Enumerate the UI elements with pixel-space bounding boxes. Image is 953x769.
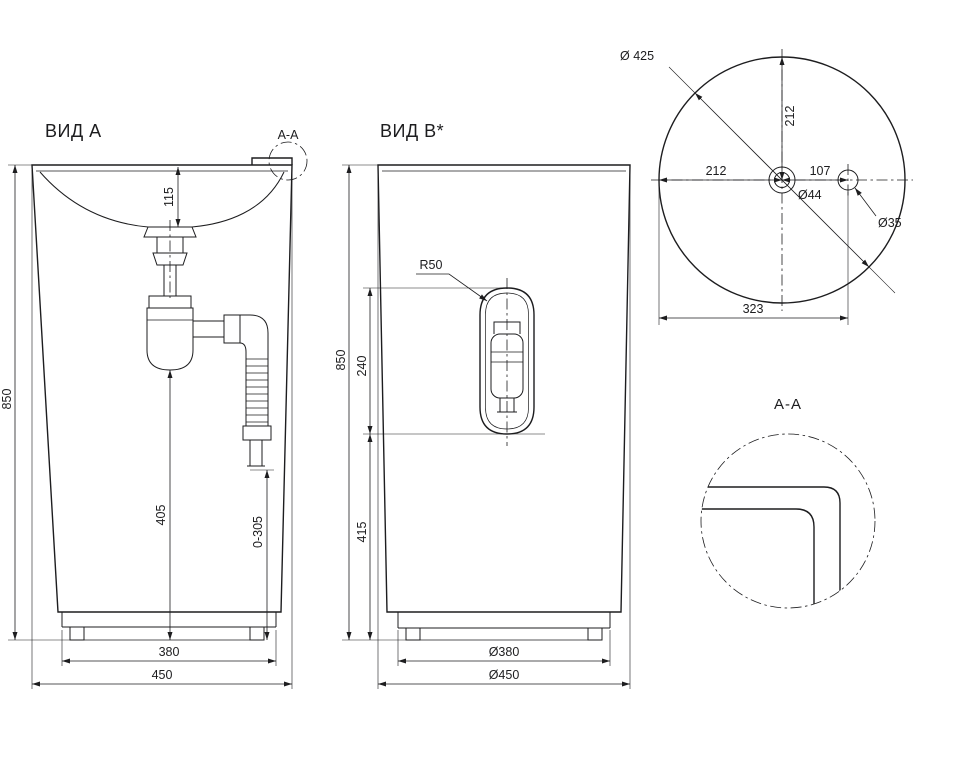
- dim-view-b-slot-to-floor: 415: [355, 434, 373, 640]
- view-b-title: ВИД В*: [380, 121, 444, 141]
- dim-view-a-trap-height: 405: [154, 370, 173, 640]
- dim-label-212-v: 212: [783, 106, 797, 127]
- detail-boundary-circle: [700, 433, 876, 609]
- dim-view-b-base-width: Ø380: [397, 630, 611, 666]
- dim-label-d380: Ø380: [489, 645, 520, 659]
- dim-label-212-h: 212: [706, 164, 727, 178]
- view-a-section-callout: A-A: [268, 128, 308, 181]
- view-a-title: ВИД А: [45, 121, 102, 141]
- dim-view-a-overall-width: 450: [31, 170, 293, 689]
- dim-view-b-slot-height: 240: [355, 287, 545, 435]
- view-a-outline: [31, 157, 293, 641]
- dim-view-b-height: 850: [334, 164, 406, 641]
- detail-rim-profile: [701, 486, 841, 608]
- dim-label-0-305: 0-305: [251, 516, 265, 548]
- dim-top-center-from-top: 212: [779, 57, 797, 180]
- dim-label-d450: Ø450: [489, 668, 520, 682]
- dim-label-240: 240: [355, 356, 369, 377]
- dim-label-107: 107: [810, 164, 831, 178]
- dim-label-r50: R50: [420, 258, 443, 272]
- top-view: Ø 425 212 212 107 Ø44 Ø35 323: [620, 49, 913, 325]
- dim-view-a-basin-depth: 115: [162, 167, 181, 227]
- dim-top-diameter: Ø 425: [620, 49, 896, 294]
- view-b-drain-slot: [479, 278, 535, 446]
- dim-label-450: 450: [152, 668, 173, 682]
- dim-label-115: 115: [162, 187, 176, 207]
- dim-label-850-b: 850: [334, 350, 348, 371]
- dim-label-d35: Ø35: [878, 216, 902, 230]
- view-a: ВИД А: [0, 121, 308, 689]
- dim-label-405: 405: [154, 505, 168, 526]
- dim-view-b-overall-width: Ø450: [377, 170, 631, 689]
- dim-view-a-base-width: 380: [61, 630, 277, 666]
- dim-label-850-a: 850: [0, 389, 14, 410]
- dim-top-center-from-left: 212: [659, 164, 782, 183]
- view-b-outline: [377, 164, 631, 641]
- dim-view-a-height: 850: [0, 164, 70, 641]
- dim-label-d425: Ø 425: [620, 49, 654, 63]
- section-callout-label: A-A: [278, 128, 300, 142]
- detail-a-a: A-A: [700, 396, 876, 609]
- view-a-drain-siphon: [143, 226, 272, 467]
- dim-label-323: 323: [743, 302, 764, 316]
- dim-top-edge-to-faucet: 323: [658, 186, 849, 325]
- dim-label-415: 415: [355, 522, 369, 543]
- dim-view-a-outlet-range: 0-305: [250, 469, 274, 640]
- dim-top-faucet-offset: 107: [782, 164, 848, 183]
- dim-label-d44: Ø44: [798, 188, 822, 202]
- dim-view-b-radius: R50: [416, 258, 488, 302]
- dim-label-380: 380: [159, 645, 180, 659]
- dim-top-faucet-hole: Ø35: [854, 187, 902, 230]
- view-b: ВИД В* R50 850: [334, 121, 631, 689]
- detail-title: A-A: [774, 396, 802, 413]
- dim-top-drain-hole: Ø44: [798, 188, 822, 202]
